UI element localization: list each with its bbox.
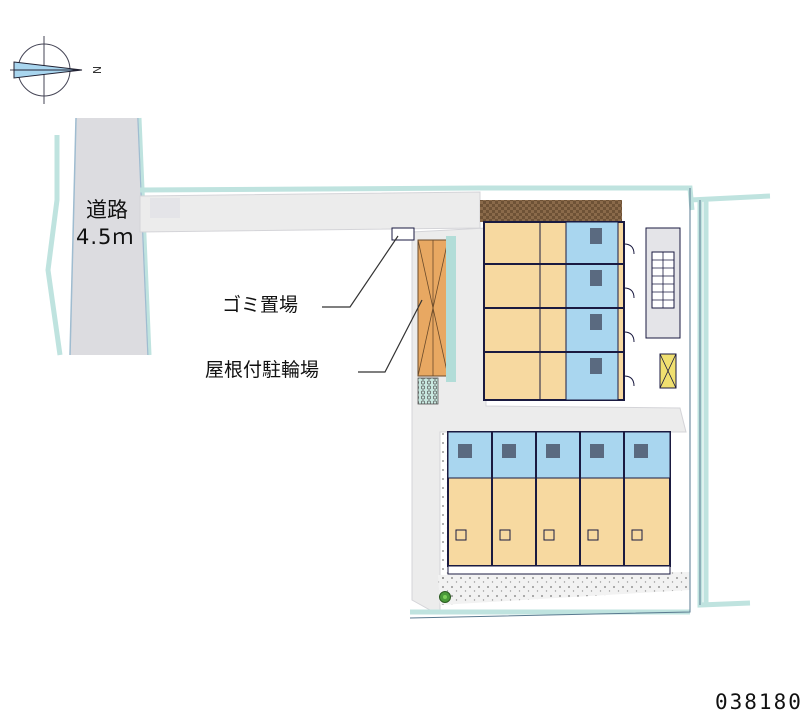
north-building bbox=[480, 200, 681, 401]
south-building bbox=[447, 431, 671, 575]
bicycle-parking-label: 屋根付駐輪場 bbox=[205, 359, 320, 381]
compass-north-letter: N bbox=[90, 66, 103, 74]
compass-icon: N bbox=[10, 36, 103, 104]
garbage-area-label: ゴミ置場 bbox=[222, 294, 299, 316]
road bbox=[45, 117, 152, 356]
site-grounds bbox=[139, 191, 690, 611]
bicycle-parking bbox=[417, 236, 456, 405]
road-width-label: 4.5ｍ bbox=[76, 225, 135, 249]
map-code: 038180 bbox=[715, 690, 800, 714]
leader-lines bbox=[322, 235, 423, 373]
road-name-label: 道路 bbox=[86, 198, 128, 222]
